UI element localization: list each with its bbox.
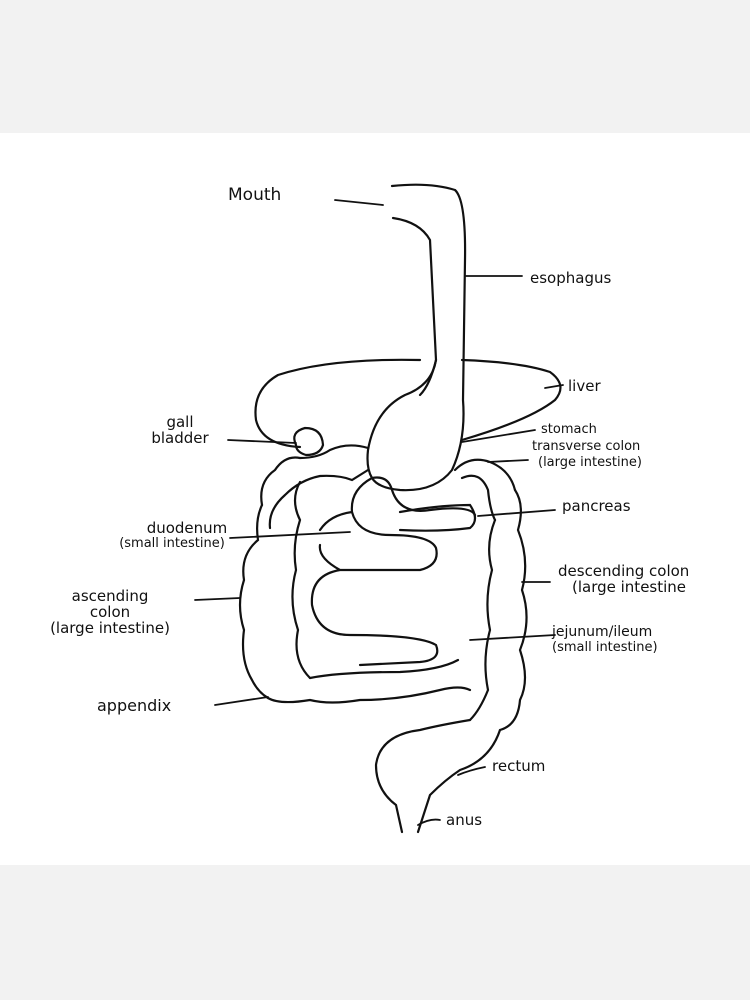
label-jejunum-line1: jejunum/ileum	[552, 624, 653, 640]
label-mouth: Mouth	[228, 185, 282, 205]
label-ascending-colon-line3: (large intestine)	[50, 619, 170, 637]
label-leader-lines	[194, 199, 564, 826]
label-jejunum-line2: (small intestine)	[552, 640, 658, 655]
esophagus-stomach-outline	[366, 183, 467, 492]
pancreas-outline	[398, 503, 477, 532]
label-gall-bladder: gall bladder	[140, 414, 220, 446]
leader-anus	[417, 818, 441, 826]
label-descending-colon: descending colon (large intestine	[558, 563, 689, 595]
label-rectum: rectum	[492, 757, 546, 775]
label-ascending-colon-line2: colon	[89, 603, 131, 621]
gall-bladder-outline	[293, 426, 325, 457]
label-duodenum-line1: duodenum	[146, 519, 228, 537]
label-pancreas: pancreas	[562, 497, 631, 515]
leader-gall-bladder	[227, 439, 297, 444]
descending-colon-outline	[468, 488, 528, 732]
small-intestine-outline	[310, 476, 477, 667]
label-gall-bladder-line1: gall	[166, 413, 194, 431]
leader-appendix	[214, 696, 269, 706]
liver-outline	[254, 358, 562, 449]
ascending-colon-outline	[238, 480, 312, 700]
leader-transverse-colon	[487, 459, 529, 463]
label-duodenum-line2: (small intestine)	[119, 536, 225, 551]
label-appendix: appendix	[97, 696, 172, 715]
rectum-outline	[374, 718, 502, 834]
label-duodenum: duodenum (small intestine)	[92, 520, 252, 552]
leader-stomach	[461, 429, 536, 443]
leader-duodenum	[229, 531, 351, 539]
label-gall-bladder-line2: bladder	[151, 429, 209, 447]
leader-mouth	[334, 199, 384, 206]
transverse-colon-outline	[260, 444, 517, 530]
label-descending-colon-line1: descending colon	[558, 562, 690, 580]
leader-pancreas	[477, 509, 556, 517]
leader-liver	[544, 384, 564, 389]
sigmoid-colon-outline	[266, 658, 472, 704]
leader-rectum	[457, 766, 486, 776]
label-transverse-colon-line2: (large intestine)	[538, 455, 642, 470]
label-esophagus: esophagus	[530, 269, 612, 287]
label-jejunum-ileum: jejunum/ileum (small intestine)	[552, 624, 658, 656]
label-ascending-colon-line1: ascending	[71, 587, 149, 605]
label-stomach: stomach	[541, 422, 597, 437]
leader-jejunum	[469, 634, 556, 641]
label-ascending-colon: ascending colon (large intestine)	[35, 588, 185, 636]
label-transverse-colon-line1: transverse colon	[532, 439, 641, 454]
label-descending-colon-line2: (large intestine	[572, 578, 687, 596]
label-liver: liver	[568, 377, 601, 395]
label-anus: anus	[446, 811, 483, 829]
label-transverse-colon: transverse colon (large intestine)	[532, 439, 642, 471]
leader-ascending-colon	[194, 597, 241, 601]
drawing-sheet	[0, 133, 750, 865]
